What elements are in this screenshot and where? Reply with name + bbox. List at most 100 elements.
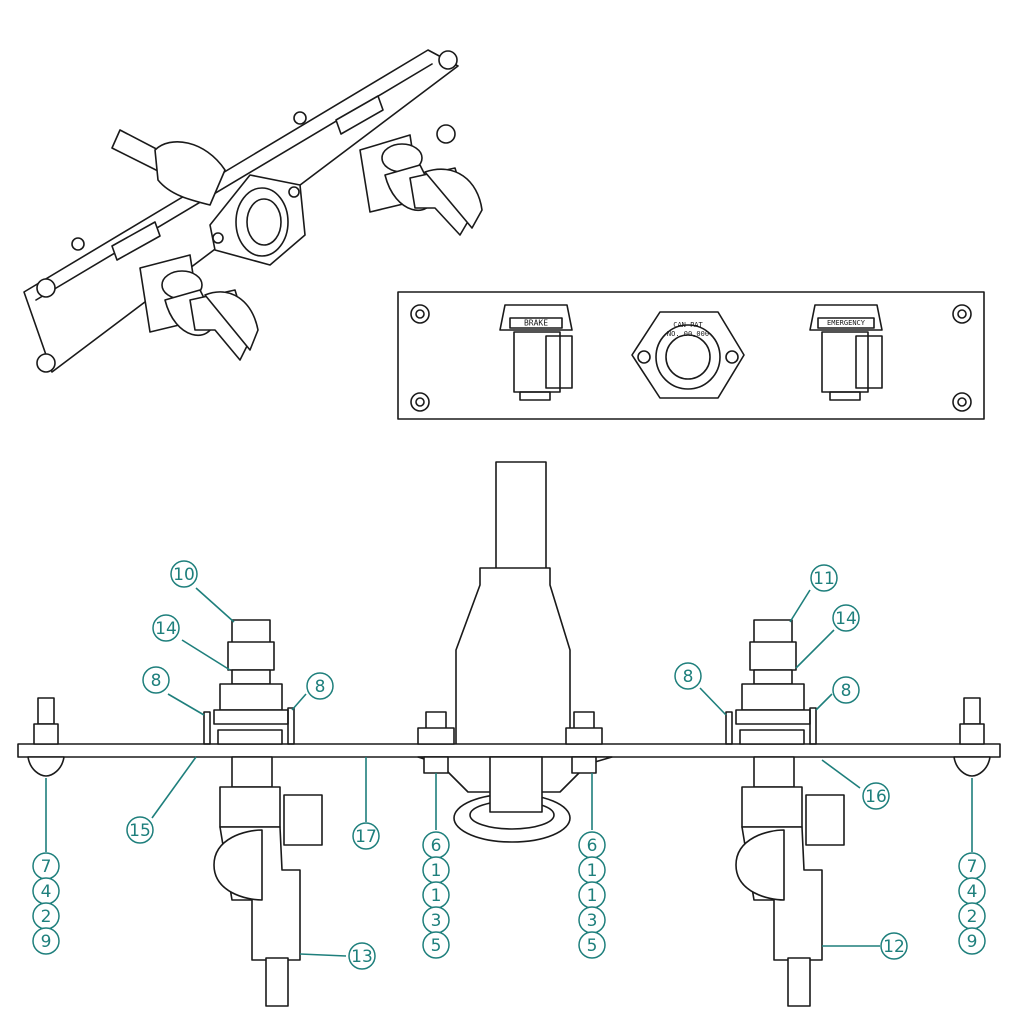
side-center-housing	[455, 567, 571, 746]
callout-circle	[862, 782, 890, 810]
callout-c8a: 8	[142, 666, 170, 694]
front-left-label: BRAKE	[524, 319, 548, 328]
callout-number: 8	[151, 671, 162, 691]
callout-c8d: 8	[832, 676, 860, 704]
iso-label-plate	[335, 95, 384, 135]
callout-circle	[32, 927, 60, 955]
callout-number: 2	[967, 907, 978, 927]
callout-stack-far-right: 4	[958, 877, 986, 905]
callout-c13: 13	[348, 942, 376, 970]
callout-stack-mid-left: 3	[422, 906, 450, 934]
front-center-receptacle: CAN PAT NO. 00,000	[631, 311, 745, 399]
callout-number: 1	[587, 886, 598, 906]
callout-circle	[142, 666, 170, 694]
front-right-label: EMERGENCY	[827, 319, 866, 327]
callout-stack-mid-left: 1	[422, 881, 450, 909]
callout-stack-far-left: 2	[32, 902, 60, 930]
callout-c8b: 8	[306, 672, 334, 700]
callout-circle	[958, 927, 986, 955]
callout-circle	[674, 662, 702, 690]
callout-c12: 12	[880, 932, 908, 960]
callout-circle	[578, 931, 606, 959]
iso-stud	[438, 50, 458, 70]
callout-circle	[348, 942, 376, 970]
iso-stud	[36, 353, 56, 373]
callout-number: 1	[587, 861, 598, 881]
front-view: BRAKE CAN PAT NO. 00,000 EMERGENCY	[397, 291, 985, 420]
callout-leaders	[45, 587, 973, 957]
callout-circle	[306, 672, 334, 700]
callout-circle	[832, 676, 860, 704]
callout-number: 7	[41, 857, 52, 877]
iso-right-valve	[359, 134, 483, 236]
callout-number: 15	[129, 821, 151, 841]
front-left-connector: BRAKE	[499, 304, 573, 401]
callout-number: 17	[355, 827, 377, 847]
callout-circle	[832, 604, 860, 632]
side-left-valve	[203, 619, 323, 1007]
callout-c14l: 14	[152, 614, 180, 642]
callout-stack-far-left: 9	[32, 927, 60, 955]
callout-stack-far-left: 7	[32, 852, 60, 880]
callout-number: 6	[431, 836, 442, 856]
callout-number: 12	[883, 937, 905, 957]
callout-circle	[810, 564, 838, 592]
front-left-label-plate	[509, 317, 563, 329]
front-right-connector: EMERGENCY	[809, 304, 883, 401]
callout-number: 2	[41, 907, 52, 927]
callout-number: 4	[967, 882, 978, 902]
callout-circle	[170, 560, 198, 588]
isometric-view	[23, 49, 483, 373]
callout-number: 9	[41, 932, 52, 952]
iso-stud	[293, 111, 307, 125]
callout-number: 5	[431, 936, 442, 956]
side-right-valve	[725, 619, 845, 1007]
callout-number: 14	[835, 609, 857, 629]
callout-c16: 16	[862, 782, 890, 810]
callout-stack-mid-right: 5	[578, 931, 606, 959]
callout-number: 1	[431, 886, 442, 906]
callout-number: 8	[315, 677, 326, 697]
callout-c15: 15	[126, 816, 154, 844]
callout-c11: 11	[810, 564, 838, 592]
iso-stud	[436, 124, 456, 144]
side-end-studs	[27, 697, 991, 777]
callout-number: 11	[813, 569, 835, 589]
callout-circle	[126, 816, 154, 844]
callout-circle	[352, 822, 380, 850]
callout-number: 3	[431, 911, 442, 931]
callout-number: 13	[351, 947, 373, 967]
callout-number: 16	[865, 787, 887, 807]
iso-center-receptacle	[209, 174, 306, 266]
iso-stud	[71, 237, 85, 251]
callout-stack-far-left: 4	[32, 877, 60, 905]
callout-number: 7	[967, 857, 978, 877]
callout-stack-mid-left: 1	[422, 856, 450, 884]
callout-number: 5	[587, 936, 598, 956]
callout-stack-mid-right: 6	[578, 831, 606, 859]
callout-stack-mid-left: 6	[422, 831, 450, 859]
iso-stud	[36, 278, 56, 298]
front-center-label-2: NO. 00,000	[667, 330, 709, 338]
callout-circle	[880, 932, 908, 960]
callout-number: 6	[587, 836, 598, 856]
side-view	[17, 461, 1001, 1007]
callout-number: 8	[841, 681, 852, 701]
callout-number: 14	[155, 619, 177, 639]
side-stem	[495, 461, 547, 571]
iso-studs	[36, 50, 458, 373]
callout-number: 3	[587, 911, 598, 931]
callout-stack-mid-left: 5	[422, 931, 450, 959]
iso-label-plate	[111, 221, 161, 261]
callout-stack-far-right: 9	[958, 927, 986, 955]
iso-left-valve	[139, 254, 259, 361]
side-panel-plate	[17, 743, 1001, 758]
iso-panel-edge	[35, 63, 433, 301]
front-center-label-1: CAN PAT	[673, 321, 703, 329]
callout-stack-mid-right: 3	[578, 906, 606, 934]
callout-number: 1	[431, 861, 442, 881]
callout-stack-mid-right: 1	[578, 881, 606, 909]
callout-circle	[152, 614, 180, 642]
